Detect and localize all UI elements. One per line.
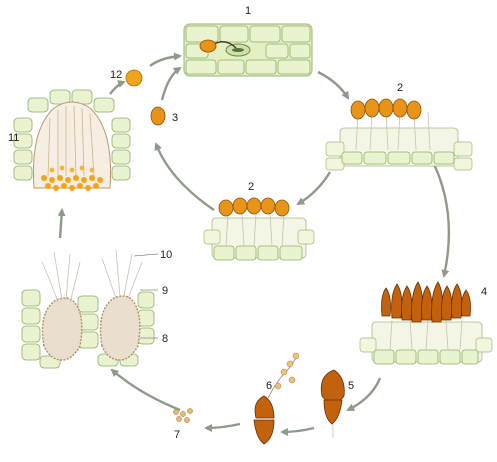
stage-7-basidiospores [173, 408, 193, 423]
stage-4-telium [359, 281, 493, 365]
stage-8-10-pycnidia [21, 249, 155, 369]
arrow-2b-to-3 [154, 142, 215, 211]
cycle-arrows [57, 52, 451, 436]
arrow-6-to-7 [204, 422, 241, 432]
host-cells [203, 229, 315, 261]
aeciospores [41, 165, 103, 191]
stage-11-aecium [13, 89, 131, 191]
arrow-12-to-1 [149, 52, 182, 67]
pycnidium-right [99, 295, 141, 361]
host-cells [21, 289, 155, 369]
urediospores [350, 98, 422, 120]
label-10: 10 [160, 249, 172, 261]
stage-2-uredinium-center [203, 197, 315, 261]
label-5: 5 [348, 380, 354, 392]
basidiospores [274, 352, 300, 390]
arrow-3-to-1 [160, 66, 182, 101]
label-8: 8 [162, 333, 168, 345]
label-1: 1 [245, 5, 251, 17]
epidermal-cells [185, 25, 311, 75]
germinating-spore [199, 39, 217, 53]
arrow-5-to-6 [280, 426, 315, 436]
urediospores [218, 197, 290, 217]
arrow-11-to-12 [109, 80, 126, 95]
arrow-2-to-2b [296, 171, 332, 206]
label-2-upper: 2 [397, 82, 403, 94]
host-cells [325, 141, 473, 171]
label-12: 12 [110, 69, 122, 81]
stage-12-aeciospore [125, 69, 143, 87]
label-6: 6 [266, 380, 272, 392]
stage-number-labels: 1 2 2 3 4 5 6 7 8 9 10 11 12 [8, 5, 487, 441]
arrow-4-to-5 [346, 377, 382, 412]
stage-3-urediospore [150, 106, 166, 126]
label-leader-lines [133, 253, 159, 339]
arrow-1-to-2 [317, 70, 350, 100]
teliospores [381, 281, 471, 323]
stage-6-germinating-teliospore [253, 352, 300, 445]
label-4: 4 [481, 286, 487, 298]
germ-tube [213, 41, 237, 49]
periphyses-receptive-hyphae [41, 249, 143, 303]
arrow-2-to-4 [430, 159, 451, 278]
hyphae [389, 319, 463, 351]
peridium-lines [47, 105, 95, 177]
label-9: 9 [162, 285, 168, 297]
stage-5-teliospore [320, 369, 345, 438]
stage-1-leaf-infection [183, 23, 313, 77]
arrow-9-to-11 [57, 208, 66, 239]
pycnidium-left [41, 297, 83, 361]
host-cells [359, 337, 493, 365]
label-3: 3 [172, 112, 178, 124]
label-7: 7 [174, 429, 180, 441]
label-2-center: 2 [248, 181, 254, 193]
hyphae [225, 213, 285, 247]
arrow-7-to-8 [110, 368, 181, 412]
label-11: 11 [8, 132, 19, 144]
stage-2-uredinium-upper [325, 98, 473, 171]
